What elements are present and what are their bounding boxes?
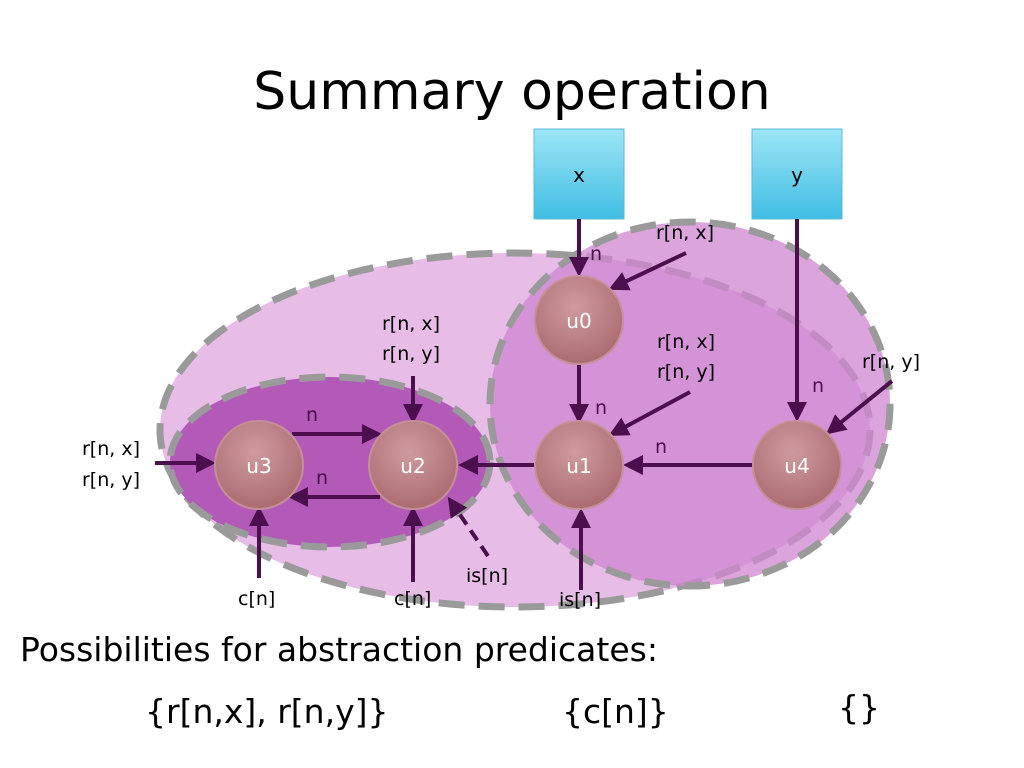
annotation-u0-rnx: r[n, x] (656, 222, 714, 244)
node-label-u4: u4 (784, 454, 809, 478)
node-label-u1: u1 (566, 454, 591, 478)
edge-label-u4-u1: n (655, 436, 667, 458)
node-u0: u0 (534, 275, 624, 365)
node-u3: u3 (214, 420, 304, 510)
pointer-u4-rny (825, 379, 894, 435)
annotation-u4-rny: r[n, y] (862, 351, 920, 373)
edge-label-u2-u3: n (316, 467, 328, 489)
variable-label-x: x (573, 163, 585, 187)
annotation-u2-rny: r[n, y] (382, 343, 440, 365)
slide-title: Summary operation (253, 62, 771, 122)
node-label-u0: u0 (566, 309, 591, 333)
pointer-u1-rnxy (608, 390, 691, 436)
edge-label-y-u4: n (812, 375, 824, 397)
right-summary-region (486, 218, 894, 590)
annotation-u3-cn: c[n] (238, 588, 275, 610)
node-u2: u2 (368, 420, 458, 510)
edge-label-u0-u1: n (595, 397, 607, 419)
annotation-u2-rnx: r[n, x] (382, 313, 440, 335)
node-label-u2: u2 (400, 454, 425, 478)
node-label-u3: u3 (246, 454, 271, 478)
annotation-u2-isn: is[n] (466, 565, 508, 587)
annotation-u1-isn: is[n] (559, 589, 601, 611)
option-empty: {} (838, 688, 880, 727)
edge-label-u3-u2: n (306, 404, 318, 426)
option-reachability: {r[n,x], r[n,y]} (145, 692, 389, 731)
edge-label-x-u0: n (590, 243, 602, 265)
annotation-u2-cn: c[n] (394, 588, 431, 610)
node-u4: u4 (752, 420, 842, 510)
pointer-u0-rnx (608, 251, 687, 291)
annotation-u3-rnx: r[n, x] (82, 438, 140, 460)
node-u1: u1 (534, 420, 624, 510)
variable-box-x: x (533, 128, 625, 220)
annotation-u1-rnx: r[n, x] (657, 331, 715, 353)
pointer-u2-isn (447, 496, 490, 558)
annotation-u3-rny: r[n, y] (82, 469, 140, 491)
variable-label-y: y (791, 163, 803, 187)
abstraction-caption: Possibilities for abstraction predicates… (20, 630, 658, 669)
variable-box-y: y (751, 128, 843, 220)
annotation-u1-rny: r[n, y] (657, 361, 715, 383)
option-cyclicity: {c[n]} (562, 692, 669, 731)
